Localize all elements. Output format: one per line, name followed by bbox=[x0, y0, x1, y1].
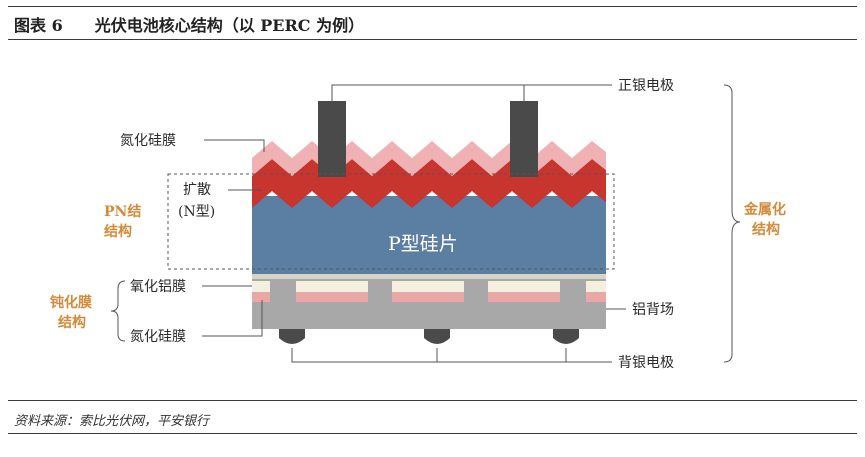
back-passivation-segments bbox=[252, 281, 606, 302]
figure-title: 图表 6 光伏电池核心结构（以 PERC 为例） bbox=[14, 16, 365, 35]
passivation-group-label-line1: 钝化膜 bbox=[50, 294, 92, 311]
leader-lines bbox=[202, 84, 626, 363]
metallization-group-label-line2: 结构 bbox=[752, 221, 780, 238]
aluminum-oxide-segment bbox=[252, 281, 270, 292]
diffusion-label: 扩散 bbox=[183, 182, 211, 198]
top-silicon-nitride-label: 氮化硅膜 bbox=[120, 133, 176, 149]
back-nitride-segment bbox=[586, 292, 606, 302]
aluminum-oxide-segment bbox=[586, 281, 606, 292]
front-silver-electrode-label: 正银电极 bbox=[618, 78, 674, 94]
source-note: 资料来源：索比光伏网，平安银行 bbox=[14, 414, 210, 429]
pn-junction-group-label-line1: PN结 bbox=[104, 203, 141, 220]
front-silver-electrode-right bbox=[510, 101, 538, 177]
pn-junction-group-label-line2: 结构 bbox=[104, 223, 132, 240]
back-silver-electrode bbox=[553, 329, 579, 344]
metallization-group-label-line1: 金属化 bbox=[743, 201, 786, 218]
back-silver-electrode bbox=[279, 329, 305, 344]
header-bottom-rule bbox=[8, 39, 857, 40]
back-nitride-segment bbox=[296, 292, 368, 302]
aluminum-back-field-label: 铝背场 bbox=[632, 302, 674, 318]
footer-top-rule bbox=[8, 400, 857, 401]
header-top-rule bbox=[8, 6, 857, 7]
front-silver-electrode-left bbox=[318, 101, 346, 177]
passivation-group-label-line2: 结构 bbox=[58, 314, 86, 331]
diffusion-type-label: (N型) bbox=[178, 204, 215, 220]
back-nitride-segment bbox=[488, 292, 560, 302]
bottom-silicon-nitride-label: 氮化硅膜 bbox=[130, 329, 186, 345]
aluminum-oxide-segment bbox=[296, 281, 368, 292]
p-type-wafer-label: P型硅片 bbox=[388, 233, 458, 255]
front-electrode-connector bbox=[331, 84, 525, 101]
back-top-strip bbox=[252, 274, 606, 279]
aluminum-oxide-label: 氧化铝膜 bbox=[130, 279, 186, 295]
aluminum-oxide-segment bbox=[488, 281, 560, 292]
back-nitride-segment bbox=[252, 292, 270, 302]
back-silver-electrode bbox=[424, 329, 450, 344]
back-silver-electrode-label: 背银电极 bbox=[618, 355, 674, 371]
aluminum-oxide-segment bbox=[392, 281, 464, 292]
pn-junction-box bbox=[167, 173, 615, 270]
back-nitride-segment bbox=[392, 292, 464, 302]
metallization-bracket bbox=[723, 84, 741, 363]
passivation-bracket bbox=[110, 280, 126, 342]
footer-bottom-rule bbox=[8, 433, 857, 434]
p-type-wafer bbox=[252, 196, 606, 274]
